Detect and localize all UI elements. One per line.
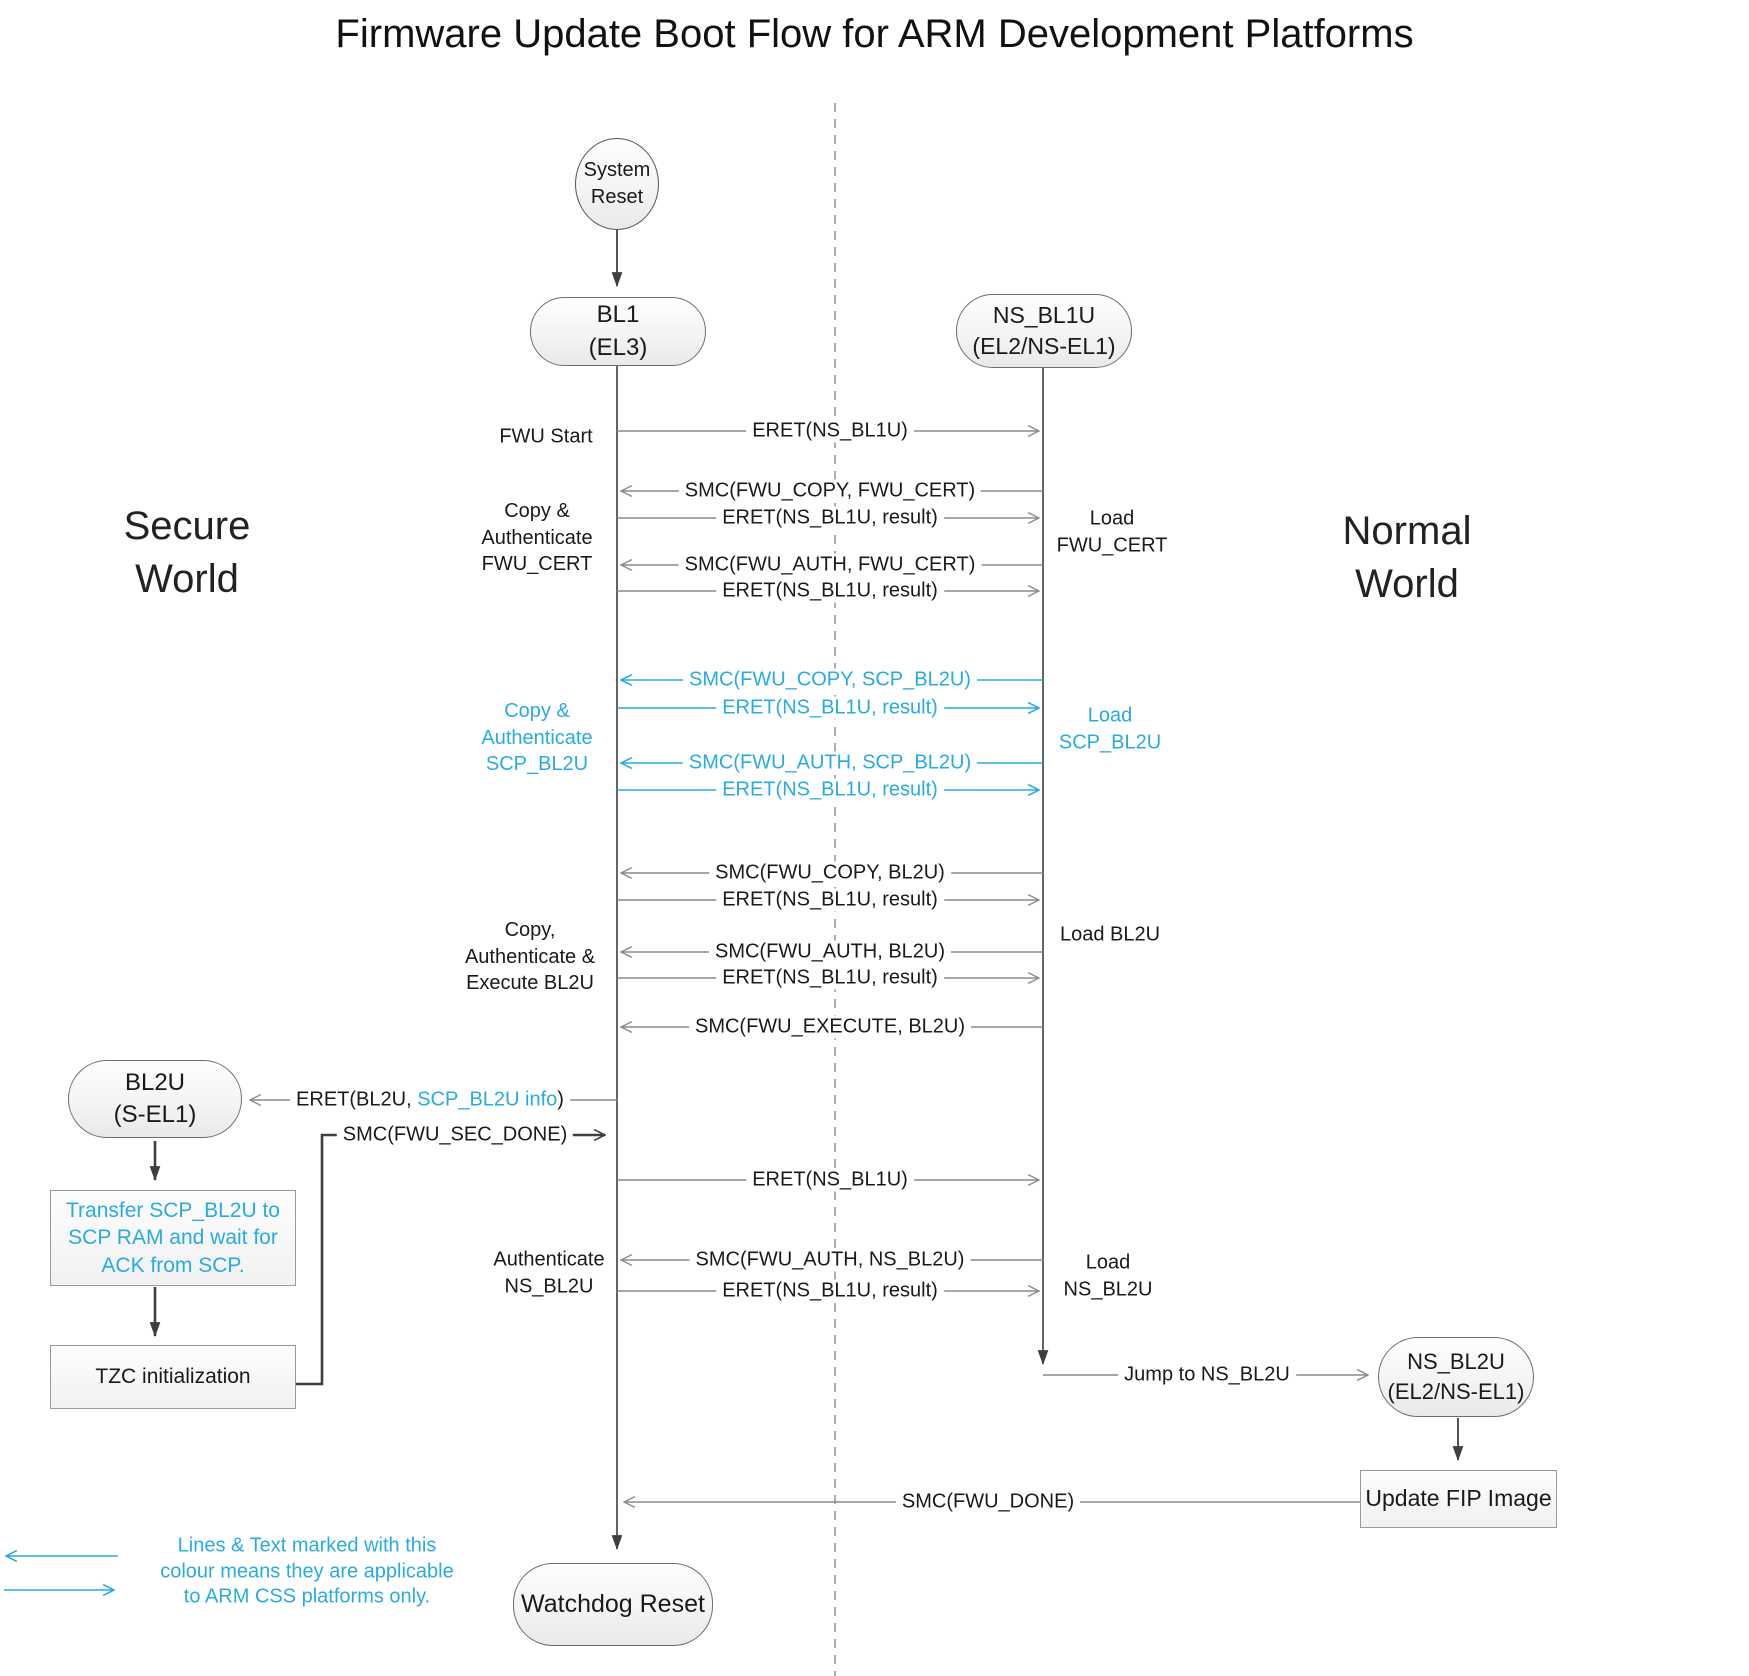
node-tzc-initialization: TZC initialization <box>50 1345 296 1409</box>
world-label-normal: Normal World <box>1342 509 1472 606</box>
node-update-fip-image: Update FIP Image <box>1360 1470 1557 1528</box>
eret-bl2u-label-cyan-part: SCP_BL2U info <box>417 1088 558 1111</box>
msg-smc-fwu-copy-bl2u: SMC(FWU_COPY, BL2U) <box>709 861 951 885</box>
msg-smc-fwu-sec-done: SMC(FWU_SEC_DONE) <box>336 1123 574 1147</box>
msg-eret-result-2: ERET(NS_BL1U, result) <box>716 579 944 603</box>
msg-eret-result-5: ERET(NS_BL1U, result) <box>716 888 944 912</box>
msg-smc-fwu-execute-bl2u: SMC(FWU_EXECUTE, BL2U) <box>688 1015 972 1039</box>
msg-smc-fwu-auth-scp-bl2u: SMC(FWU_AUTH, SCP_BL2U) <box>682 751 978 775</box>
msg-smc-fwu-copy-scp-bl2u: SMC(FWU_COPY, SCP_BL2U) <box>683 668 977 692</box>
msg-eret-result-6: ERET(NS_BL1U, result) <box>716 966 944 990</box>
node-system-reset: System Reset <box>575 138 659 230</box>
side-label-copy-auth-scp-bl2u: Copy & Authenticate SCP_BL2U <box>478 698 596 778</box>
msg-smc-fwu-copy-fwu-cert: SMC(FWU_COPY, FWU_CERT) <box>678 479 982 503</box>
msg-eret-result-3: ERET(NS_BL1U, result) <box>716 696 944 720</box>
side-label-load-fwu-cert: Load FWU_CERT <box>1053 505 1171 559</box>
msg-smc-fwu-auth-ns-bl2u: SMC(FWU_AUTH, NS_BL2U) <box>689 1248 971 1272</box>
msg-smc-fwu-done: SMC(FWU_DONE) <box>895 1490 1081 1514</box>
msg-smc-fwu-auth-bl2u: SMC(FWU_AUTH, BL2U) <box>708 940 952 964</box>
msg-smc-fwu-auth-fwu-cert: SMC(FWU_AUTH, FWU_CERT) <box>678 553 982 577</box>
node-ns-bl2u: NS_BL2U (EL2/NS-EL1) <box>1378 1337 1534 1417</box>
node-transfer-scp-bl2u: Transfer SCP_BL2U to SCP RAM and wait fo… <box>50 1190 296 1286</box>
side-label-authenticate-ns-bl2u: Authenticate NS_BL2U <box>490 1246 608 1300</box>
side-label-copy-auth-exec-bl2u: Copy, Authenticate & Execute BL2U <box>461 917 599 997</box>
side-label-load-ns-bl2u: Load NS_BL2U <box>1060 1249 1156 1303</box>
msg-jump-to-ns-bl2u: Jump to NS_BL2U <box>1118 1363 1296 1387</box>
side-label-load-bl2u: Load BL2U <box>1056 921 1164 949</box>
page-title: Firmware Update Boot Flow for ARM Develo… <box>335 12 1414 56</box>
node-watchdog-reset: Watchdog Reset <box>513 1563 713 1646</box>
msg-eret-bl2u-scp-info: ERET(BL2U, SCP_BL2U info) <box>290 1088 570 1112</box>
side-label-fwu-start: FWU Start <box>496 423 596 451</box>
node-bl1: BL1 (EL3) <box>530 297 706 366</box>
node-ns-bl1u: NS_BL1U (EL2/NS-EL1) <box>956 294 1132 368</box>
side-label-load-scp-bl2u: Load SCP_BL2U <box>1055 702 1165 756</box>
side-label-copy-auth-fwu-cert: Copy & Authenticate FWU_CERT <box>478 498 596 578</box>
world-label-secure: Secure World <box>123 504 251 601</box>
msg-eret-result-4: ERET(NS_BL1U, result) <box>716 778 944 802</box>
msg-eret-ns-bl1u-start: ERET(NS_BL1U) <box>746 419 914 443</box>
eret-bl2u-label-suffix: ) <box>557 1088 564 1111</box>
msg-eret-result-7: ERET(NS_BL1U, result) <box>716 1279 944 1303</box>
msg-eret-result-1: ERET(NS_BL1U, result) <box>716 506 944 530</box>
msg-eret-ns-bl1u-2: ERET(NS_BL1U) <box>746 1168 914 1192</box>
legend-text: Lines & Text marked with this colour mea… <box>160 1534 454 1608</box>
eret-bl2u-label-prefix: ERET(BL2U, <box>296 1088 418 1111</box>
node-bl2u: BL2U (S-EL1) <box>68 1060 242 1138</box>
